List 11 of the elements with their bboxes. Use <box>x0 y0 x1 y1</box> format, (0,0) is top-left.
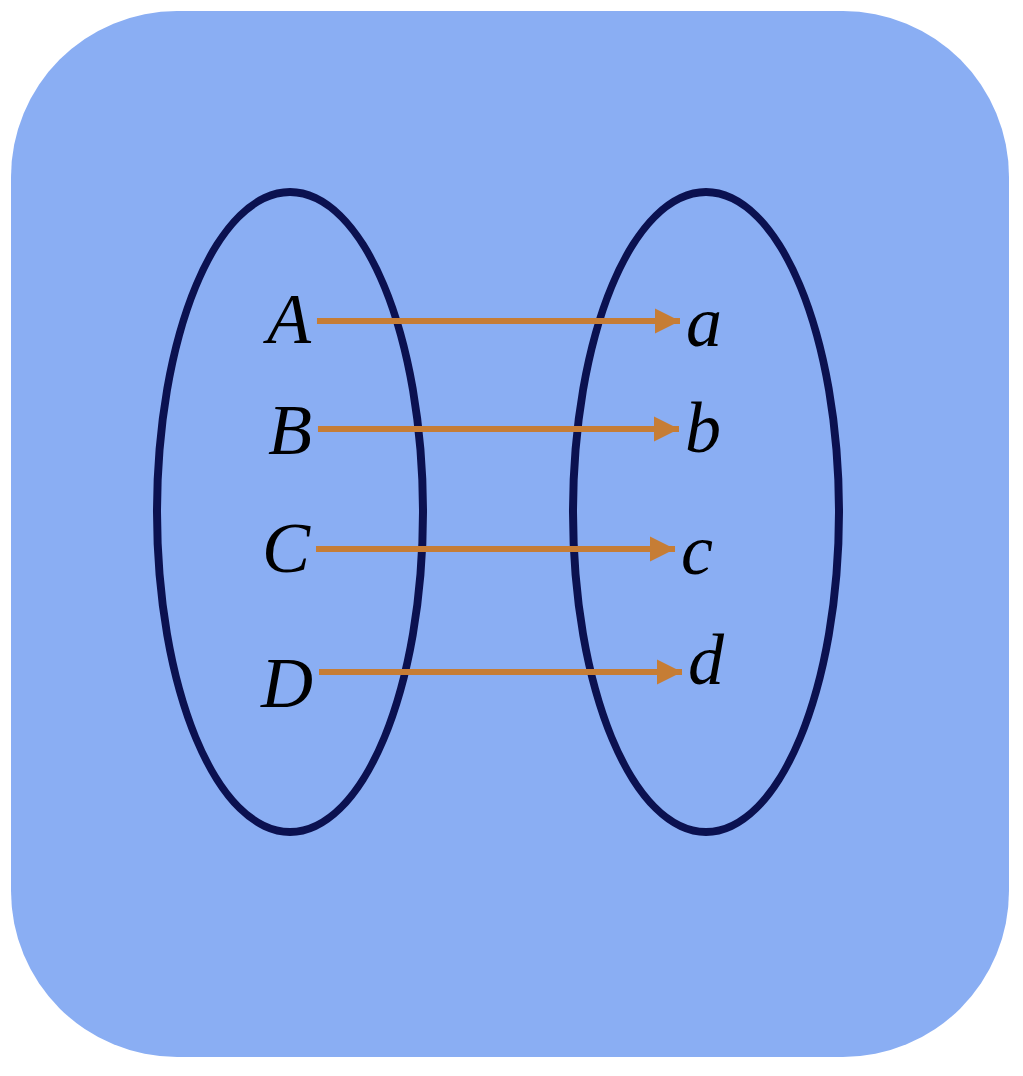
element-label: c <box>675 510 719 590</box>
element-label: b <box>679 388 727 468</box>
element-label: D <box>255 643 319 723</box>
element-label: C <box>256 508 316 588</box>
element-label: A <box>261 279 317 359</box>
set-ellipse <box>153 188 427 836</box>
arrow <box>319 659 682 685</box>
element-label: a <box>680 282 728 362</box>
element-label: B <box>262 390 318 470</box>
element-label: d <box>682 620 730 700</box>
set-ellipse <box>569 188 843 836</box>
